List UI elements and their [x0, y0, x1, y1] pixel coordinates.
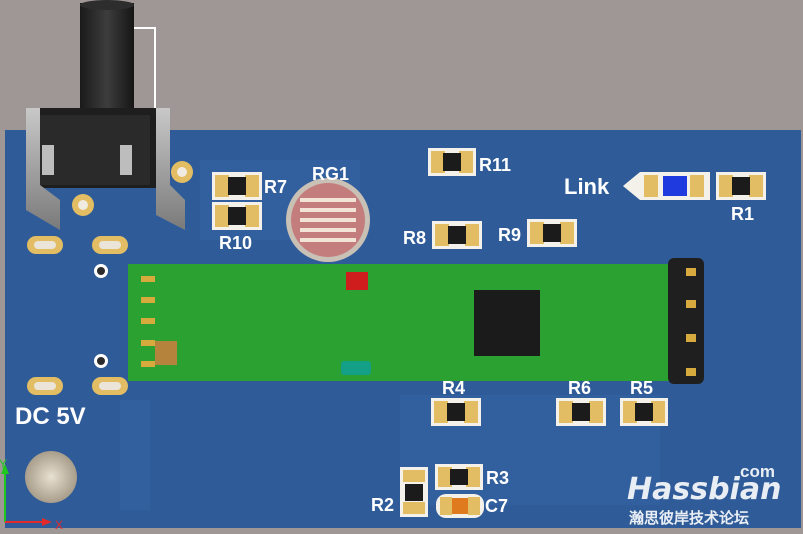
link-led	[623, 172, 710, 200]
resistor-r9	[527, 219, 577, 247]
green-module	[128, 258, 704, 384]
resistor-r8	[432, 221, 482, 249]
resistor-r5	[620, 398, 668, 426]
label-r3: R3	[486, 468, 509, 488]
label-dc-5v: DC 5V	[15, 403, 86, 430]
label-r8: R8	[403, 228, 426, 248]
watermark: Hassbian com 瀚思彼岸技术论坛	[627, 462, 781, 527]
watermark-tld: com	[740, 462, 775, 481]
label-r2: R2	[371, 495, 394, 515]
watermark-subtitle: 瀚思彼岸技术论坛	[629, 509, 749, 527]
label-rg1: RG1	[312, 164, 349, 184]
label-r10: R10	[219, 233, 252, 253]
label-r7: R7	[264, 177, 287, 197]
resistor-r3	[435, 464, 483, 490]
label-r1: R1	[731, 204, 754, 224]
axis-indicator: Y X	[0, 457, 63, 532]
resistor-r4	[431, 398, 481, 426]
label-r6: R6	[568, 378, 591, 398]
label-r11: R11	[479, 155, 511, 175]
label-link: Link	[564, 174, 610, 199]
label-r9: R9	[498, 225, 521, 245]
mounting-hole	[25, 451, 77, 503]
axis-x-label: X	[55, 518, 63, 532]
label-r5: R5	[630, 378, 653, 398]
resistor-r11	[428, 148, 476, 176]
silkscreen-labels: RG1 R11 R7 R10 R8 R9 Link R1 R4 R6 R5 R3…	[15, 155, 754, 516]
resistor-r7	[212, 172, 262, 200]
resistor-r1	[716, 172, 766, 200]
capacitor-c7	[436, 494, 484, 518]
smd-components	[212, 148, 766, 518]
label-r4: R4	[442, 378, 465, 398]
label-c7: C7	[485, 496, 508, 516]
push-button	[26, 0, 193, 230]
photoresistor-rg1	[286, 178, 370, 262]
connector-pads	[27, 236, 128, 395]
resistor-r2	[400, 467, 428, 517]
axis-y-label: Y	[0, 457, 7, 471]
resistor-r10	[212, 202, 262, 230]
watermark-name: Hassbian	[627, 472, 781, 507]
resistor-r6	[556, 398, 606, 426]
